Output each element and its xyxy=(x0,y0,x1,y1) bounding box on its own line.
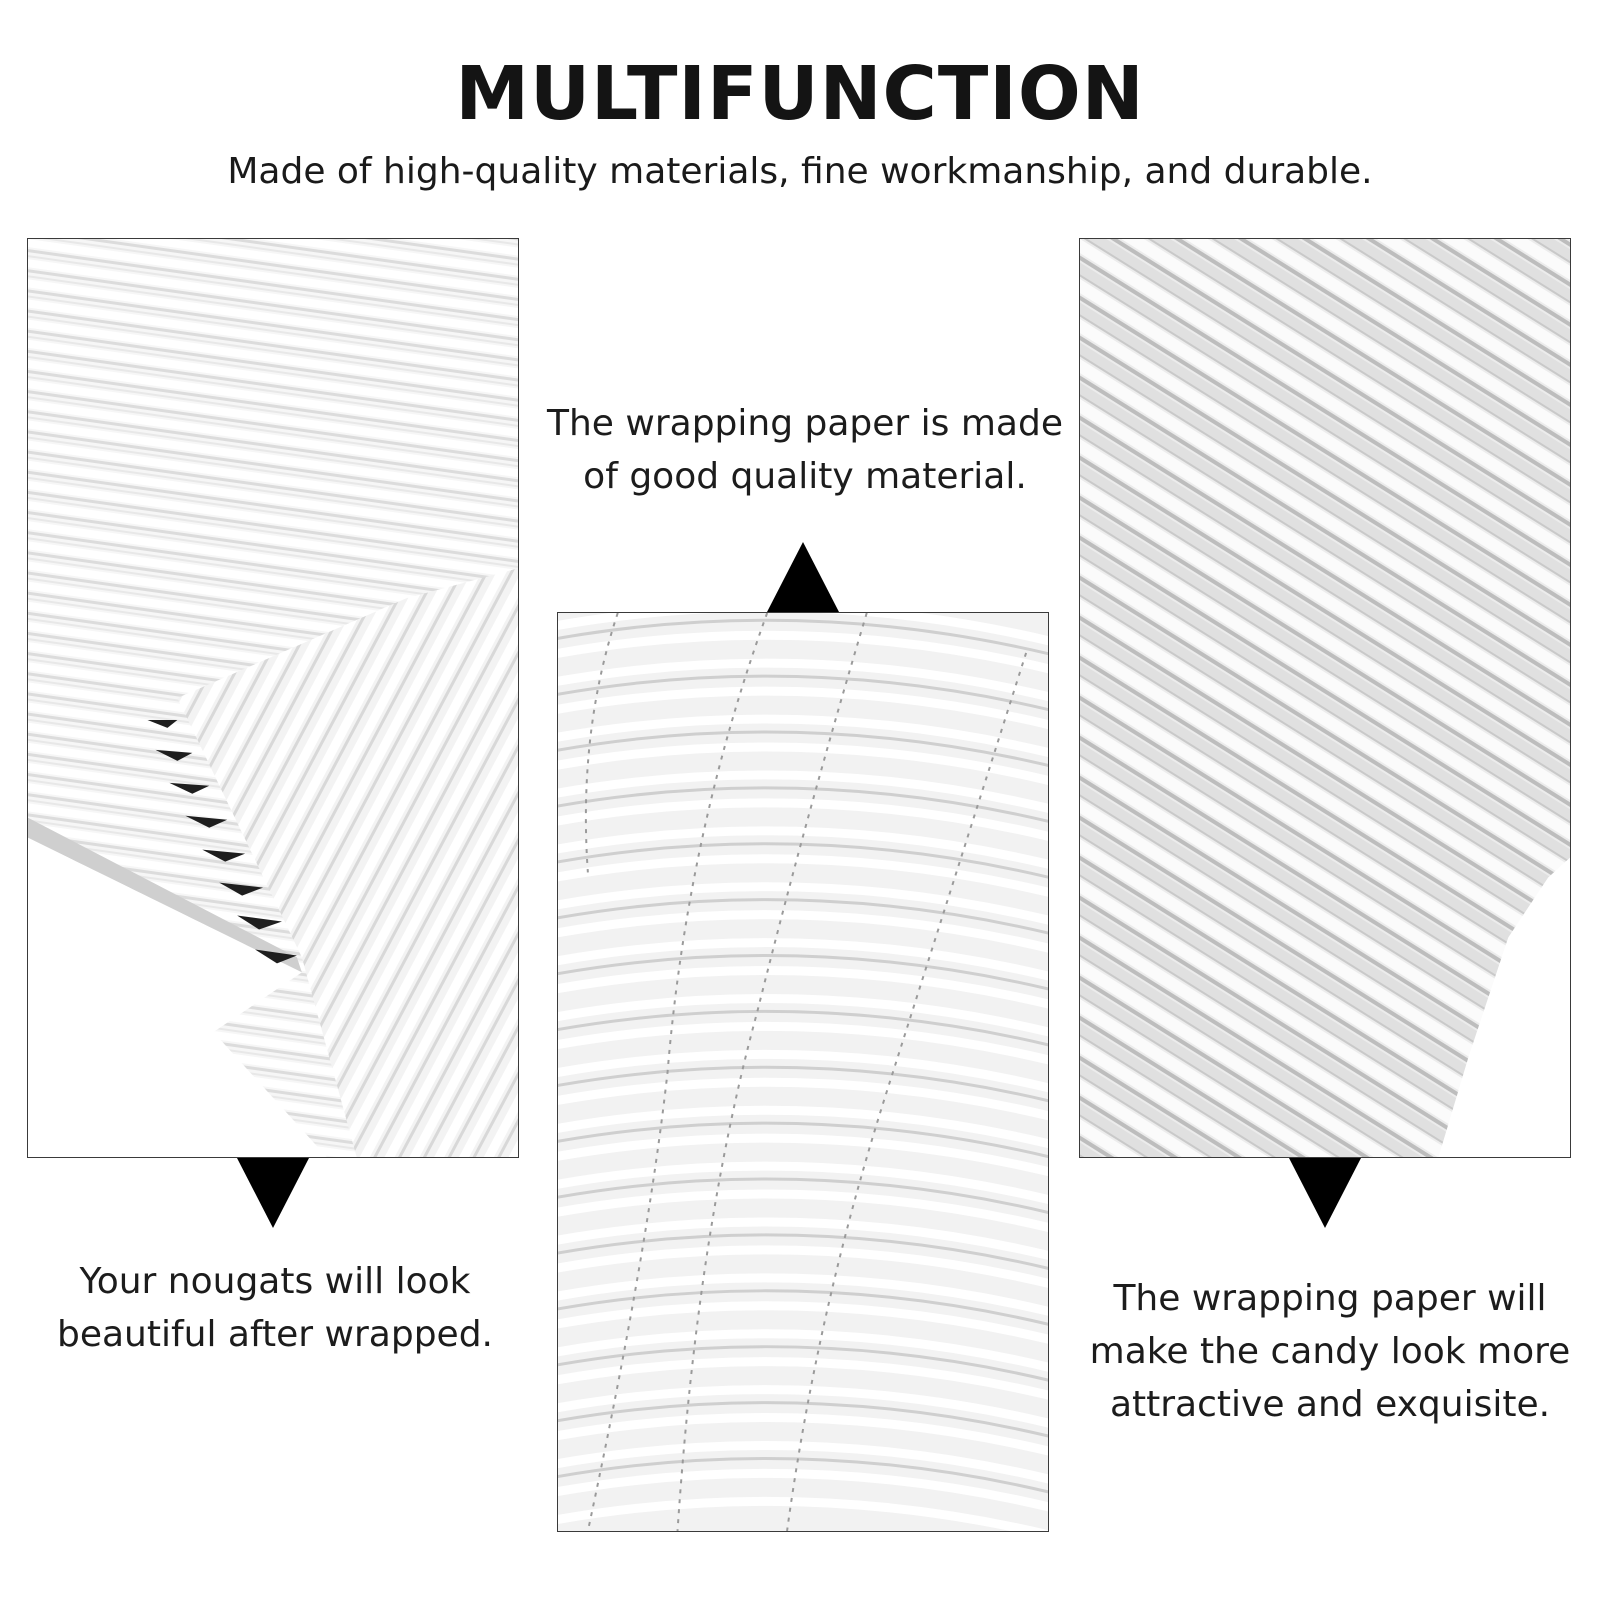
corrugated-fold-texture xyxy=(28,239,518,1157)
page-title: MULTIFUNCTION xyxy=(455,51,1145,137)
caption-left-line-2: beautiful after wrapped. xyxy=(57,1314,493,1355)
caption-right-line-1: The wrapping paper will xyxy=(1113,1278,1547,1319)
corrugated-wave-texture xyxy=(558,613,1048,1531)
caption-center-line-2: of good quality material. xyxy=(583,456,1027,497)
caption-right-line-3: attractive and exquisite. xyxy=(1109,1384,1551,1425)
corrugated-paper-wave-photo xyxy=(557,612,1049,1532)
corrugated-paper-roll-photo xyxy=(1079,238,1571,1158)
page-subtitle: Made of high-quality materials, fine wor… xyxy=(227,151,1373,192)
caption-left-line-1: Your nougats will look xyxy=(79,1261,471,1302)
arrow-down-right-icon xyxy=(1289,1158,1361,1228)
corrugated-paper-fold-photo xyxy=(27,238,519,1158)
caption-center: The wrapping paper is made of good quali… xyxy=(540,397,1070,503)
corrugated-roll-texture xyxy=(1080,239,1570,1157)
caption-right-line-2: make the candy look more xyxy=(1089,1331,1571,1372)
arrow-down-left-icon xyxy=(237,1158,309,1228)
caption-left: Your nougats will look beautiful after w… xyxy=(20,1255,530,1361)
arrow-up-center-icon xyxy=(767,542,839,612)
caption-right: The wrapping paper will make the candy l… xyxy=(1060,1272,1600,1431)
caption-center-line-1: The wrapping paper is made xyxy=(546,403,1063,444)
